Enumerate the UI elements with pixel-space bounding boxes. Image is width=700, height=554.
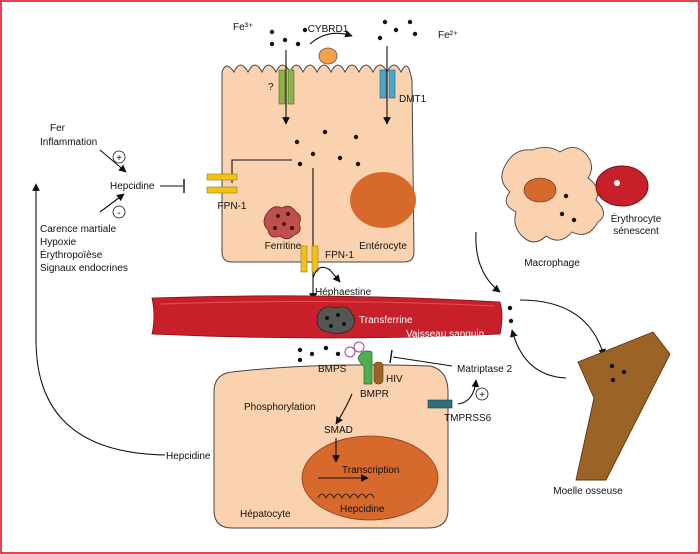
bone-marrow: [575, 331, 671, 481]
fpn1-top-label: FPN-1: [218, 201, 247, 212]
inhibitor-signaux: Signaux endocrines: [40, 263, 128, 274]
tmprss6-plus-symbol: +: [479, 390, 485, 401]
bmpr-label: BMPR: [360, 389, 389, 400]
macrophage-nucleus: [523, 177, 557, 203]
fpn1-bottom-right: [311, 245, 319, 273]
inflammation-label: Inflammation: [40, 137, 97, 148]
erythrocyte-label-line1: Érythrocyte: [611, 212, 662, 225]
bmp-ligand-1: [344, 346, 356, 358]
smad-label: SMAD: [324, 425, 353, 436]
bmp-ligand-2: [353, 341, 365, 353]
negative-regulation-arrow: [99, 193, 125, 213]
matriptase-inhibition-bar: [389, 349, 393, 364]
minus-symbol: -: [117, 208, 120, 219]
hepatocyte-label: Hépatocyte: [240, 509, 291, 520]
vessel-highlight: [159, 300, 495, 307]
hephaestine-arrow: [312, 266, 341, 283]
vessel-to-marrow-arrow: [519, 299, 606, 357]
transferrine-iron: [325, 313, 346, 328]
enterocyte-nucleus: [350, 172, 416, 228]
enterocyte-label: Entérocyte: [359, 241, 407, 252]
inhibitor-carence: Carence martiale: [40, 224, 117, 235]
phosphorylation-label: Phosphorylation: [244, 402, 316, 413]
plus-symbol-circle: [112, 150, 126, 164]
fpn1-left-bottom: [206, 186, 238, 194]
transferrine-complex: [316, 306, 355, 334]
moelle-label: Moelle osseuse: [553, 486, 623, 497]
positive-regulation-arrow: [99, 149, 127, 173]
bmps-label: BMPS: [318, 364, 347, 375]
fe-ions-vessel-end: [507, 305, 514, 324]
unknown-transporter-label: ?: [268, 82, 274, 93]
macrophage-to-vessel-arrow: [475, 231, 501, 293]
marrow-to-vessel-arrow: [510, 329, 567, 379]
dmt1-label: DMT1: [399, 94, 427, 105]
phosphorylation-arrow: [335, 393, 353, 425]
tmprss6-plus-circle: [475, 387, 489, 401]
hiv-label: HIV: [386, 374, 403, 385]
mrna-strand: [317, 493, 375, 499]
ferritine-label: Ferritine: [265, 241, 302, 252]
cybrd1-label: CYBRD1: [308, 24, 349, 35]
transcription-label: Transcription: [342, 465, 399, 476]
dmt1-channel-right: [388, 69, 396, 99]
hepcidine-bottom-label: Hepcidine: [166, 451, 211, 462]
erythrocyte-label-line2: sénescent: [613, 226, 659, 237]
fe3-label: Fe³⁺: [233, 22, 253, 33]
plus-symbol: +: [116, 153, 122, 164]
hephaestine-label: Héphaestine: [315, 287, 372, 298]
minus-symbol-circle: [112, 205, 126, 219]
bmps-iron: [297, 345, 341, 363]
cybrd1-arrow: [309, 30, 353, 45]
green-channel-left: [278, 69, 286, 105]
macrophage-label: Macrophage: [524, 258, 580, 269]
fe-ions-intracellular: [294, 129, 361, 167]
erythrocyte-senescent: [595, 165, 649, 207]
fe-ions-apical: [269, 19, 418, 47]
vaisseau-label: Vaisseau sanguin: [406, 329, 484, 340]
fpn1-bottom-left: [300, 245, 308, 273]
hepcidine-bottom-label-bg: [165, 447, 215, 461]
tmprss6-label: TMPRSS6: [444, 413, 492, 424]
hiv-coreceptor: [373, 361, 384, 385]
inhibitor-hypoxie: Hypoxie: [40, 237, 77, 248]
green-channel-right: [287, 69, 295, 105]
dmt1-channel-left: [379, 69, 387, 99]
bmpr-receptor: [357, 350, 373, 385]
fe2-label: Fe²⁺: [438, 30, 458, 41]
hepcidine-nucleus-label: Hepcidine: [340, 504, 385, 515]
hepcidine-left-label: Hepcidine: [110, 181, 155, 192]
erythrocyte-highlight: [614, 180, 620, 186]
matriptase-inhibition-line: [392, 356, 453, 367]
fpn1-bottom-label: FPN-1: [325, 250, 354, 261]
ferritine-complex: [263, 205, 301, 240]
ferritine-iron: [273, 212, 294, 230]
fpn1-left-top: [206, 173, 238, 181]
hepcidine-feedback-arrow: [32, 183, 215, 456]
matriptase-label: Matriptase 2: [457, 364, 512, 375]
fer-label: Fer: [50, 123, 66, 134]
macrophage-iron: [559, 193, 577, 223]
inhibitor-erythropoiese: Érythropoïèse: [40, 248, 103, 261]
tmprss6-protein: [427, 399, 453, 409]
marrow-iron: [609, 363, 627, 383]
tmprss6-to-matriptase-arrow: [457, 379, 480, 405]
transferrine-label: Transferrine: [359, 315, 413, 326]
cybrd1-protein: [318, 47, 338, 65]
